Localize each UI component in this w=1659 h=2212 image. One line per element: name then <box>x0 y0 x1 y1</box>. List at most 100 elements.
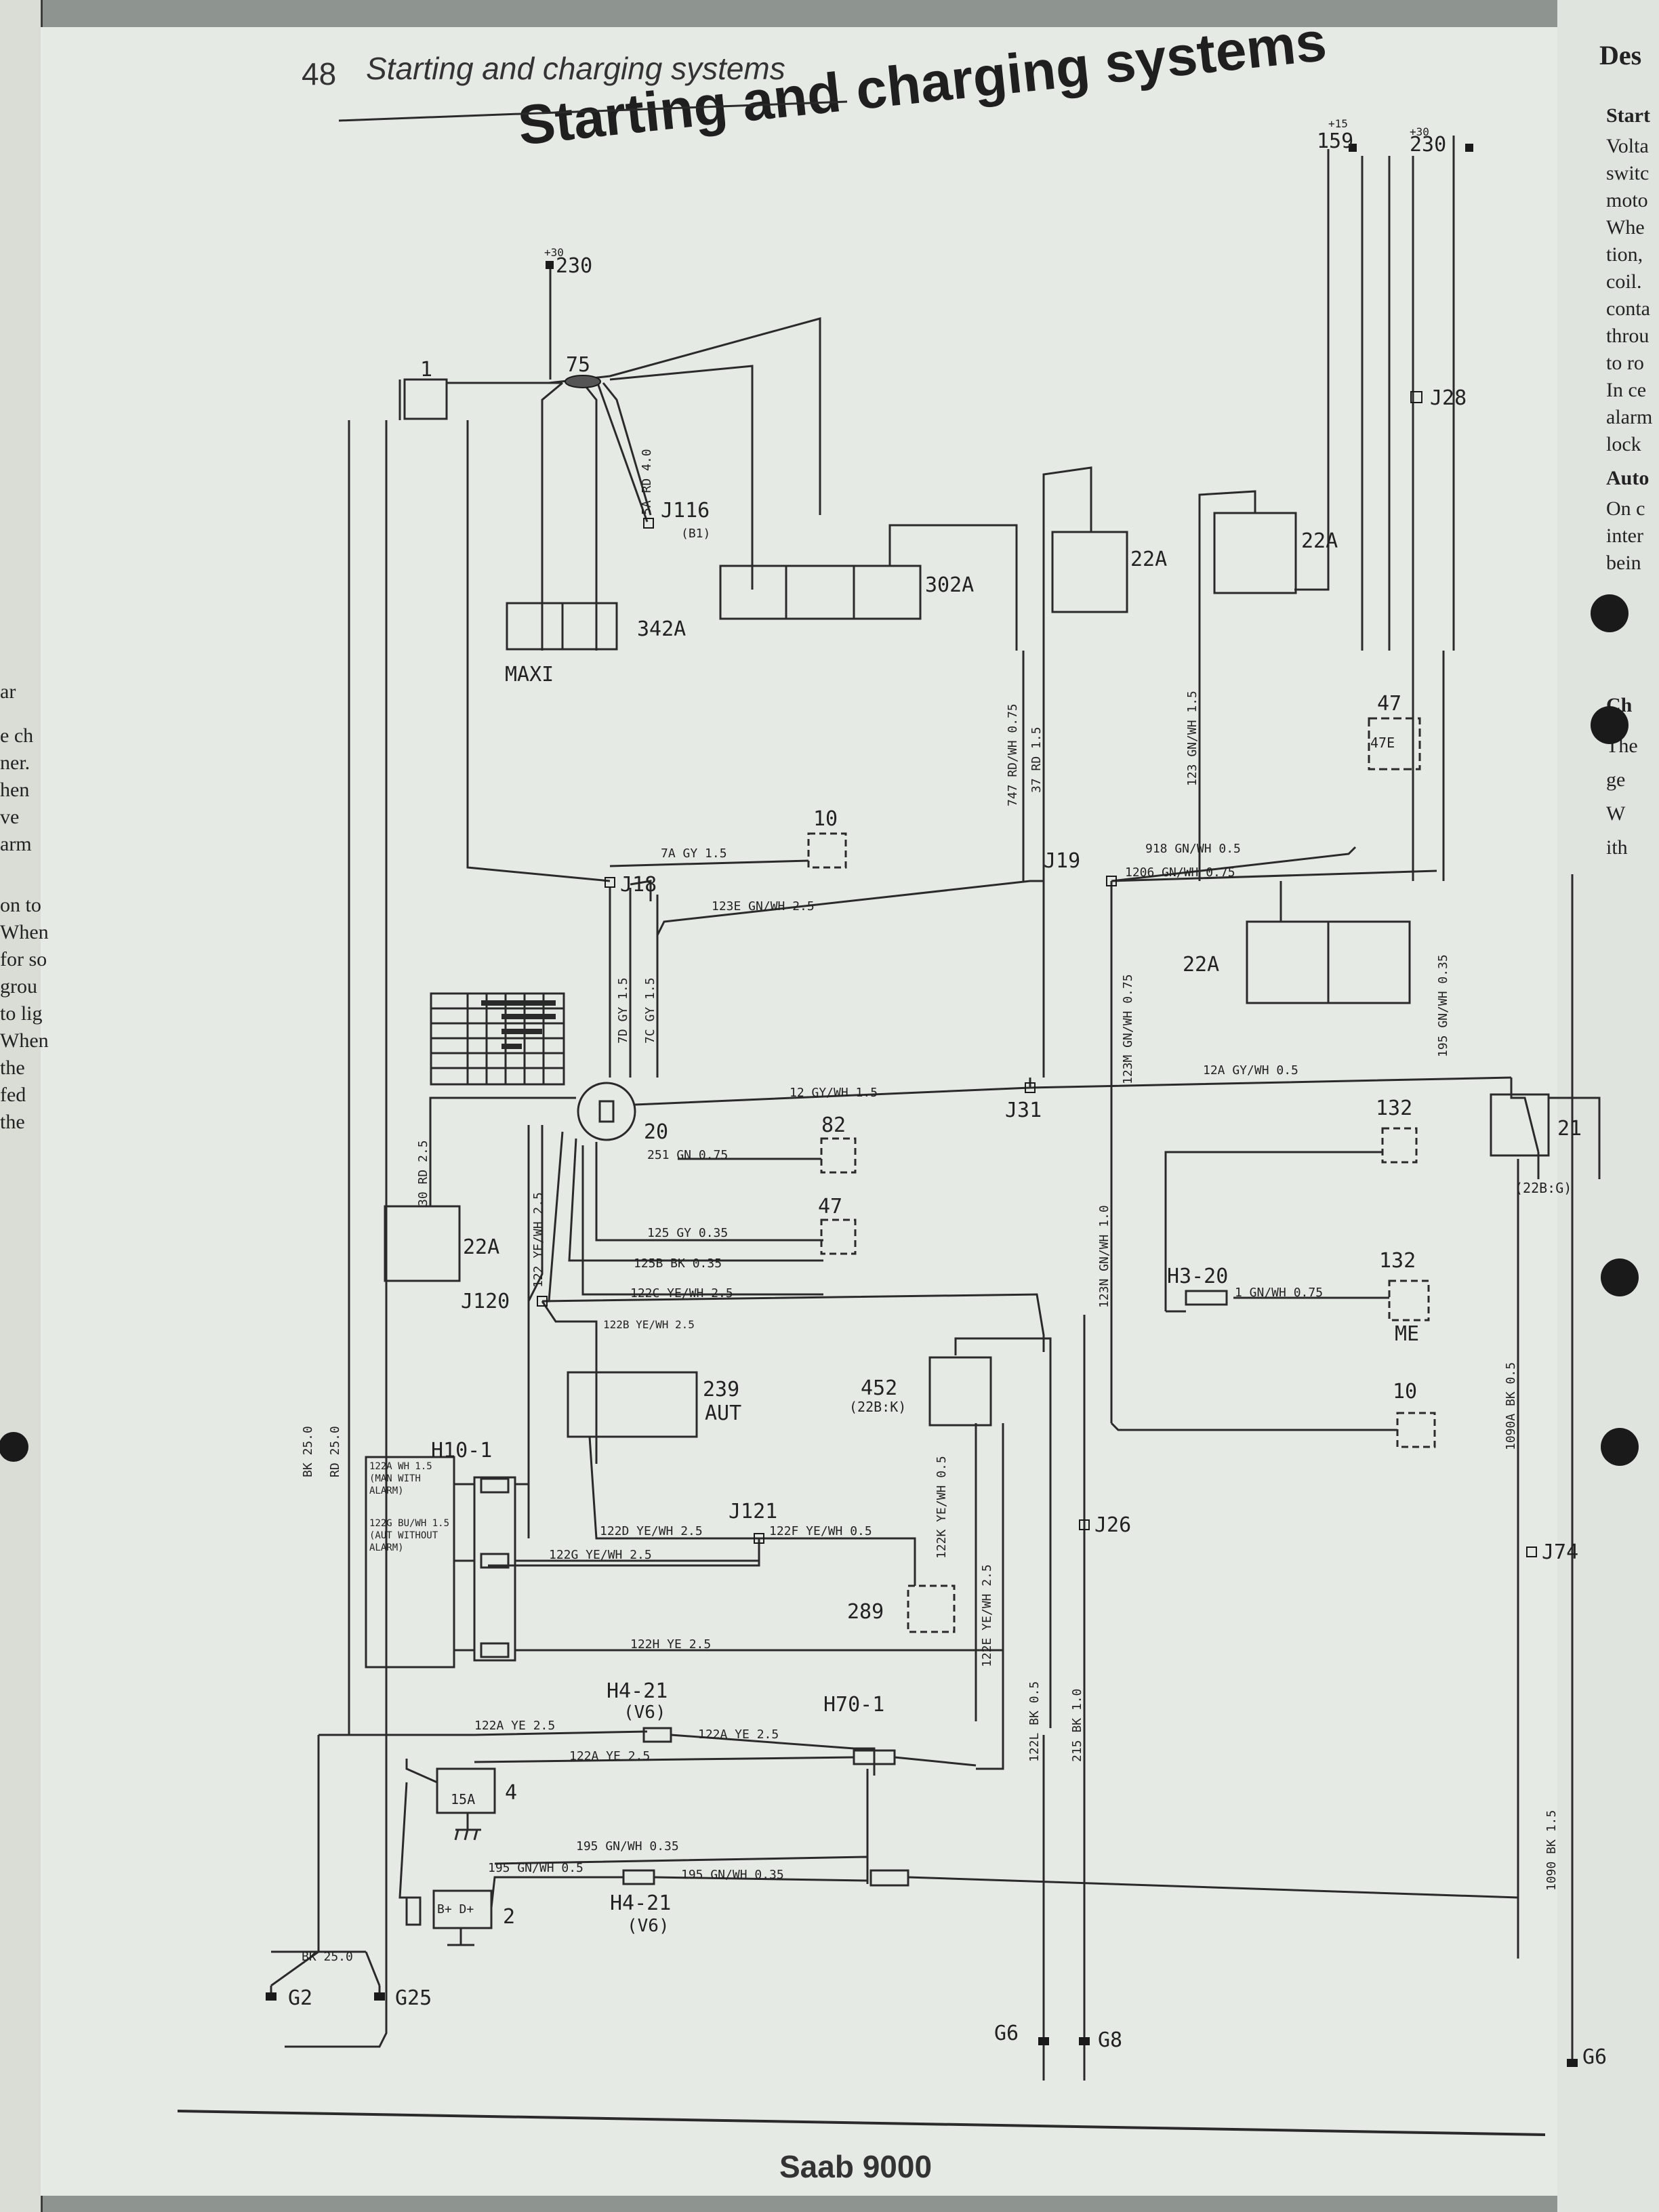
label-j19: J19 <box>1044 849 1080 873</box>
left-margin-line: When <box>0 1029 49 1052</box>
splice-j28 <box>1410 391 1422 403</box>
wire-label-122d: 122D YE/WH 2.5 <box>600 1524 703 1538</box>
relay-452 <box>928 1356 992 1427</box>
wire-label-122a-2: 122A YE 2.5 <box>698 1727 779 1742</box>
binder-hole-icon <box>1591 594 1629 632</box>
label-j121: J121 <box>729 1500 777 1523</box>
label-j74: J74 <box>1542 1540 1578 1564</box>
label-plus15: +15 <box>1328 117 1348 130</box>
splice-j18 <box>605 877 615 888</box>
component-289 <box>907 1584 956 1633</box>
binder-hole-icon <box>1591 706 1629 744</box>
vwire-rd25: RD 25.0 <box>328 1426 342 1477</box>
running-head: Starting and charging systems <box>366 51 785 86</box>
label-h4-21-upper: H4-21 <box>607 1679 668 1703</box>
right-margin-line: On c <box>1606 497 1645 520</box>
vwire-122e: 122E YE/WH 2.5 <box>980 1564 994 1667</box>
label-132-top: 132 <box>1376 1097 1412 1120</box>
ground-g8-icon <box>1079 2037 1090 2045</box>
component-10-top <box>807 832 847 869</box>
note-box-text: 122A WH 1.5 (MAN WITH ALARM) 122G BU/WH … <box>369 1461 450 1553</box>
ground-g6-icon <box>1038 2037 1049 2045</box>
component-47 <box>1368 717 1421 771</box>
component-47-lower <box>820 1218 857 1255</box>
vwire-37: 37 RD 1.5 <box>1029 726 1044 793</box>
left-margin-line: on to <box>0 894 41 916</box>
splice-j74 <box>1526 1547 1537 1557</box>
label-230: 230 <box>556 254 592 278</box>
left-margin-line: hen <box>0 779 29 801</box>
right-margin-text: Des Start Volta switc moto Whe tion, coi… <box>1599 40 1652 859</box>
wire-label-918: 918 GN/WH 0.5 <box>1145 842 1241 856</box>
left-margin-text: ar e ch ner. hen ve arm on to When for s… <box>0 680 49 1133</box>
left-margin-line: When <box>0 921 49 943</box>
splice-j31 <box>1025 1082 1036 1093</box>
right-margin-line: coil. <box>1606 270 1642 293</box>
label-g8: G8 <box>1098 2028 1122 2052</box>
vwire-7c: 7C GY 1.5 <box>643 977 657 1044</box>
wire-label-123e: 123E GN/WH 2.5 <box>712 899 815 914</box>
right-margin-line: tion, <box>1606 243 1643 266</box>
right-margin-line: throu <box>1606 325 1649 347</box>
fuse-22A-top-right <box>1213 512 1297 594</box>
wire-label-251: 251 GN 0.75 <box>647 1148 728 1162</box>
wire-label-125b: 125B BK 0.35 <box>634 1256 722 1271</box>
wire-label-h3: 1 GN/WH 0.75 <box>1235 1286 1323 1300</box>
fuse-box-4 <box>436 1767 496 1814</box>
label-plus30-left: +30 <box>544 246 564 259</box>
splice-j120 <box>537 1296 548 1307</box>
ground-g6-right-icon <box>1567 2059 1578 2067</box>
vwire-123: 123 GN/WH 1.5 <box>1185 691 1200 786</box>
label-22A-c: 22A <box>1183 953 1219 977</box>
right-margin-line: Whe <box>1606 216 1645 239</box>
label-h3-20: H3-20 <box>1167 1265 1228 1288</box>
left-margin-line: e ch <box>0 724 33 747</box>
label-82: 82 <box>821 1113 846 1137</box>
vwire-5a: 5A RD 4.0 <box>640 449 654 515</box>
right-margin-line: Des <box>1599 40 1641 70</box>
label-j18: J18 <box>620 873 657 897</box>
label-j120: J120 <box>461 1290 510 1313</box>
wire-label-122h: 122H YE 2.5 <box>630 1637 711 1652</box>
wire-to-j18 <box>466 420 611 882</box>
alternator-2 <box>432 1889 493 1929</box>
label-bd: B+ D+ <box>437 1902 474 1917</box>
left-margin-line: ar <box>0 680 16 703</box>
footer-rule <box>177 2110 1546 2136</box>
left-margin-line: for so <box>0 948 47 970</box>
left-margin-line: grou <box>0 975 37 998</box>
splice-75 <box>565 375 601 388</box>
connector-h3-20 <box>1185 1290 1228 1306</box>
label-47: 47 <box>1377 692 1401 716</box>
right-margin-line: Auto <box>1606 467 1649 489</box>
terminal-159 <box>1349 144 1357 152</box>
label-1: 1 <box>420 358 432 382</box>
note-122g: 122G BU/WH 1.5 (AUT WITHOUT ALARM) <box>369 1518 450 1553</box>
left-margin-line: the <box>0 1057 25 1079</box>
component-82 <box>820 1137 857 1174</box>
wire-label-122a-3: 122A YE 2.5 <box>569 1749 650 1763</box>
label-2: 2 <box>503 1905 515 1929</box>
label-15A: 15A <box>451 1791 475 1807</box>
label-j31: J31 <box>1005 1099 1042 1122</box>
component-1 <box>403 378 448 420</box>
footer-title: Saab 9000 <box>779 2149 933 2184</box>
right-margin-line: alarm <box>1606 406 1652 428</box>
wire-75-top <box>548 317 821 515</box>
label-g6-right: G6 <box>1582 2045 1607 2069</box>
right-margin-line: ith <box>1606 836 1628 859</box>
vwire-1090a: 1090A BK 0.5 <box>1504 1362 1518 1450</box>
right-margin-line: moto <box>1606 189 1648 211</box>
vwire-122: 122 YE/WH 2.5 <box>531 1192 546 1288</box>
left-margin-line: the <box>0 1111 25 1133</box>
label-159: 159 <box>1317 129 1353 153</box>
label-47-lower: 47 <box>818 1195 842 1218</box>
wire-label-7a: 7A GY 1.5 <box>661 846 727 861</box>
label-230-right: 230 <box>1410 133 1446 157</box>
vwire-7d: 7D GY 1.5 <box>616 977 630 1044</box>
vwire-195: 195 GN/WH 0.35 <box>1436 954 1450 1057</box>
ground-symbols <box>266 1992 1578 2067</box>
label-j26: J26 <box>1094 1513 1131 1537</box>
label-j116b: (B1) <box>681 527 710 541</box>
wire-label-122g: 122G YE/WH 2.5 <box>549 1548 652 1562</box>
